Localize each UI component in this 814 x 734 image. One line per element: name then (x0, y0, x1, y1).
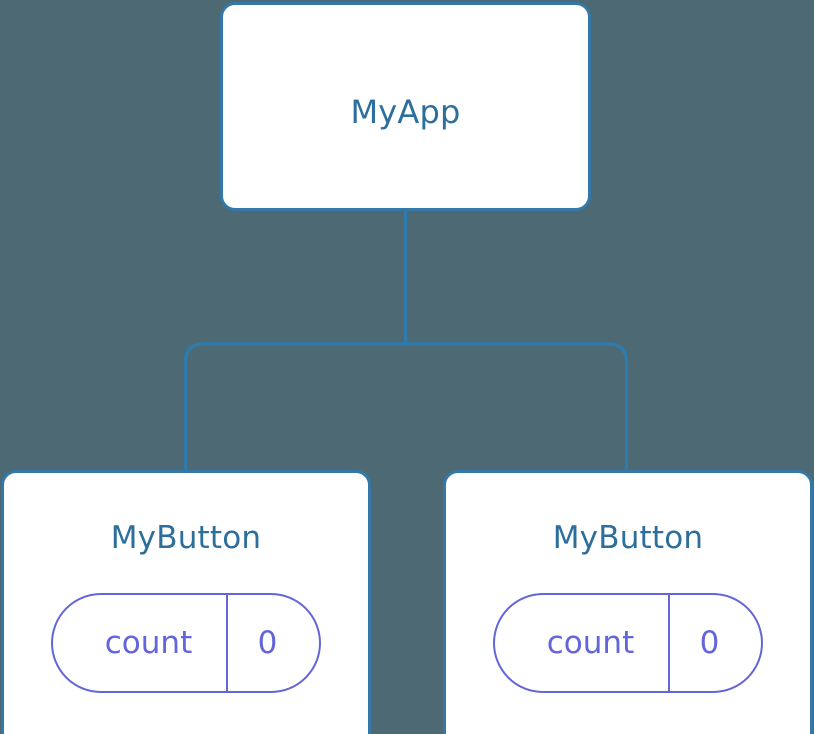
connector-branch-right (405, 342, 629, 472)
node-myapp-label: MyApp (350, 93, 461, 131)
node-myapp[interactable]: MyApp (220, 2, 591, 211)
state-pill-count-1[interactable]: count 0 (51, 593, 321, 693)
state-value-label: 0 (257, 624, 278, 661)
state-value-label: 0 (699, 624, 720, 661)
node-mybutton-2-label: MyButton (552, 520, 704, 556)
state-key-label: count (53, 595, 228, 691)
state-key-label: count (495, 595, 670, 691)
node-mybutton-1[interactable]: MyButton count 0 (1, 470, 371, 734)
connector-branch-left (183, 342, 406, 472)
node-mybutton-1-label: MyButton (110, 520, 262, 556)
state-pill-count-2[interactable]: count 0 (493, 593, 763, 693)
node-mybutton-2[interactable]: MyButton count 0 (443, 470, 813, 734)
